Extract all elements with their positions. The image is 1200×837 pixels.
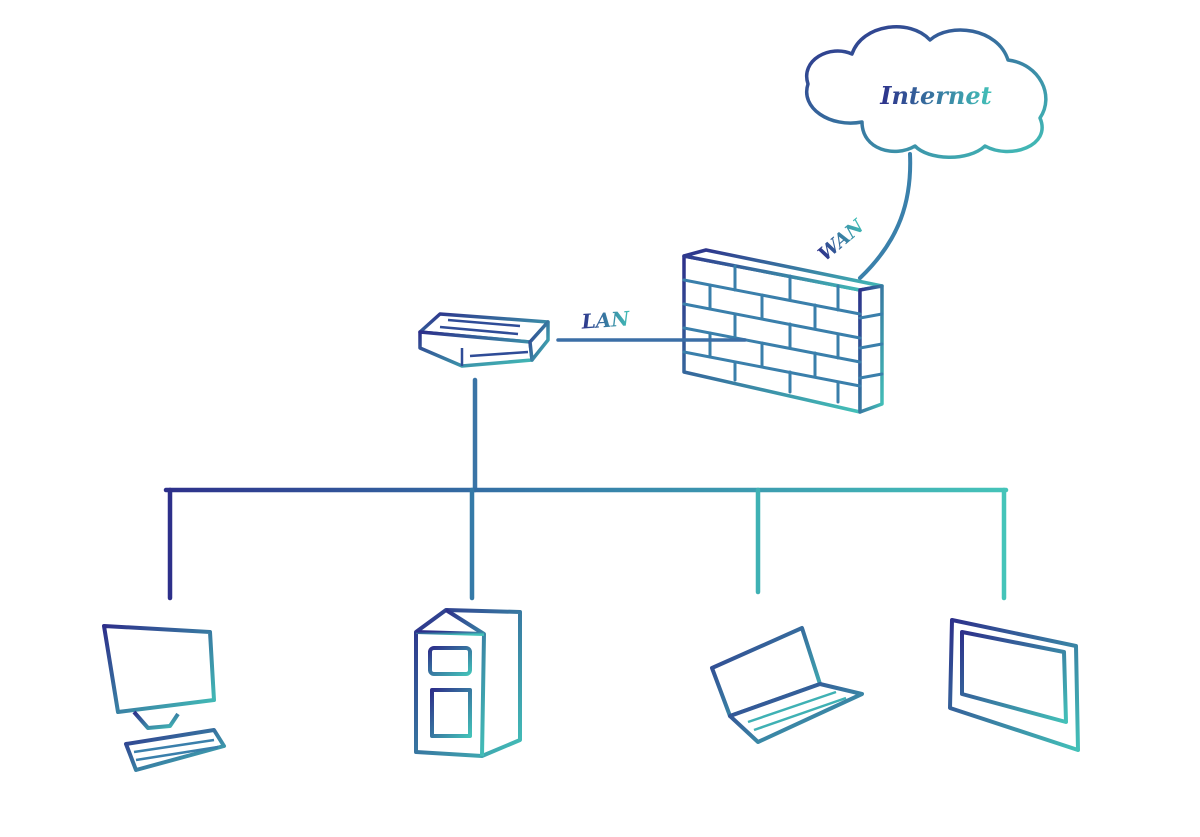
firewall [682, 248, 884, 414]
lan-label: LAN [580, 306, 631, 333]
router-details [439, 318, 529, 366]
tablet-icon [948, 618, 1080, 752]
laptop-icon [710, 626, 864, 744]
wan-label: WAN [814, 215, 869, 266]
tower-server-icon [414, 608, 522, 758]
internet-label: Internet [879, 81, 991, 110]
cloud-icon [804, 25, 1048, 159]
router [418, 312, 550, 368]
network-bus [163, 377, 1009, 601]
desktop-monitor-icon [102, 624, 226, 772]
internet-cloud: Internet [804, 25, 1048, 159]
firewall-bricks [682, 264, 884, 404]
firewall-icon [682, 248, 884, 414]
wan-link [858, 152, 913, 280]
